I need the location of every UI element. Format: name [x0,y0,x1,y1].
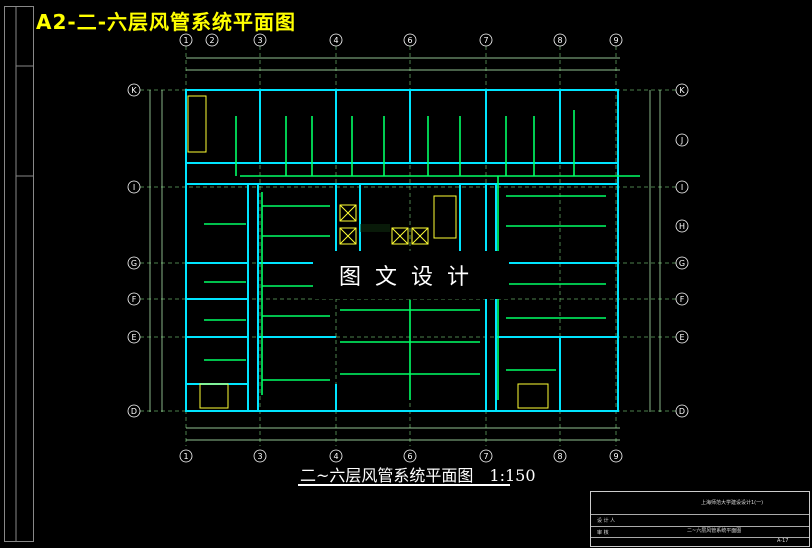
axis-bubble-left-3: F [127,292,141,306]
axis-bubble-left-2: G [127,256,141,270]
axis-bubble-bottom-0: 1 [179,449,193,463]
row-axis-bubbles-right: K J I H G F E D [675,83,689,418]
svg-text:G: G [679,259,685,268]
svg-text:6: 6 [407,36,412,45]
axis-bubble-top-4: 6 [403,33,417,47]
axis-bubble-bottom-2: 4 [329,449,343,463]
svg-text:9: 9 [613,452,618,461]
svg-text:I: I [133,183,135,192]
plan-title: 二~六层风管系统平面图 1:150 [300,466,536,485]
axis-bubble-right-7: D [675,404,689,418]
drawing-name: 二~六层风管系统平面图 [687,528,742,534]
axis-bubble-left-1: I [127,180,141,194]
svg-text:J: J [680,136,683,145]
svg-text:3: 3 [257,36,262,45]
axis-bubble-top-5: 7 [479,33,493,47]
axis-bubble-right-1: J [675,133,689,147]
svg-text:6: 6 [407,452,412,461]
svg-text:1: 1 [183,36,188,45]
title-block: 上海师范大学建设设计1(一) 设 计 人 审 核 二~六层风管系统平面图 A-1… [590,491,810,547]
axis-bubble-bottom-4: 7 [479,449,493,463]
axis-bubble-right-6: E [675,330,689,344]
plan-title-underline [298,484,510,486]
axis-bubble-top-0: 1 [179,33,193,47]
svg-text:8: 8 [557,36,562,45]
svg-text:D: D [131,407,137,416]
left-title-strip [4,6,34,542]
axis-bubble-right-4: G [675,256,689,270]
axis-bubble-left-5: D [127,404,141,418]
axis-bubble-right-2: I [675,180,689,194]
column-axis-bubbles-top: 1 2 3 4 6 7 8 9 [179,33,623,47]
column-axis-bubbles-bottom: 1 3 4 6 7 8 9 [179,449,623,463]
svg-text:H: H [679,222,685,231]
svg-text:2: 2 [209,36,214,45]
axis-bubble-bottom-1: 3 [253,449,267,463]
axis-bubble-bottom-6: 9 [609,449,623,463]
svg-text:K: K [131,86,137,95]
axis-bubble-top-1: 2 [205,33,219,47]
svg-text:7: 7 [483,36,488,45]
svg-text:G: G [131,259,137,268]
svg-text:E: E [131,333,136,342]
axis-bubble-top-3: 4 [329,33,343,47]
svg-text:D: D [679,407,685,416]
axis-bubble-top-2: 3 [253,33,267,47]
axis-bubble-left-4: E [127,330,141,344]
drawing-title: A2-二-六层风管系统平面图 [36,10,296,34]
svg-text:K: K [679,86,685,95]
watermark: 图文设计 [313,251,509,299]
tb-row-review: 审 核 [597,530,609,536]
axis-bubble-right-5: F [675,292,689,306]
svg-text:8: 8 [557,452,562,461]
svg-text:F: F [680,295,685,304]
axis-bubble-right-0: K [675,83,689,97]
school-name: 上海师范大学建设设计1(一) [701,500,764,506]
axis-bubble-left-0: K [127,83,141,97]
svg-text:3: 3 [257,452,262,461]
svg-text:1: 1 [183,452,188,461]
sheet-number: A-17 [777,538,789,544]
svg-text:7: 7 [483,452,488,461]
tb-row-designer: 设 计 人 [597,518,616,524]
svg-text:4: 4 [333,452,338,461]
svg-text:E: E [679,333,684,342]
svg-text:9: 9 [613,36,618,45]
axis-bubble-right-3: H [675,219,689,233]
svg-text:I: I [681,183,683,192]
axis-bubble-bottom-5: 8 [553,449,567,463]
svg-text:4: 4 [333,36,338,45]
svg-text:F: F [132,295,137,304]
axis-bubble-bottom-3: 6 [403,449,417,463]
axis-bubble-top-7: 9 [609,33,623,47]
axis-bubble-top-6: 8 [553,33,567,47]
row-axis-bubbles-left: K I G F E D [127,83,141,418]
